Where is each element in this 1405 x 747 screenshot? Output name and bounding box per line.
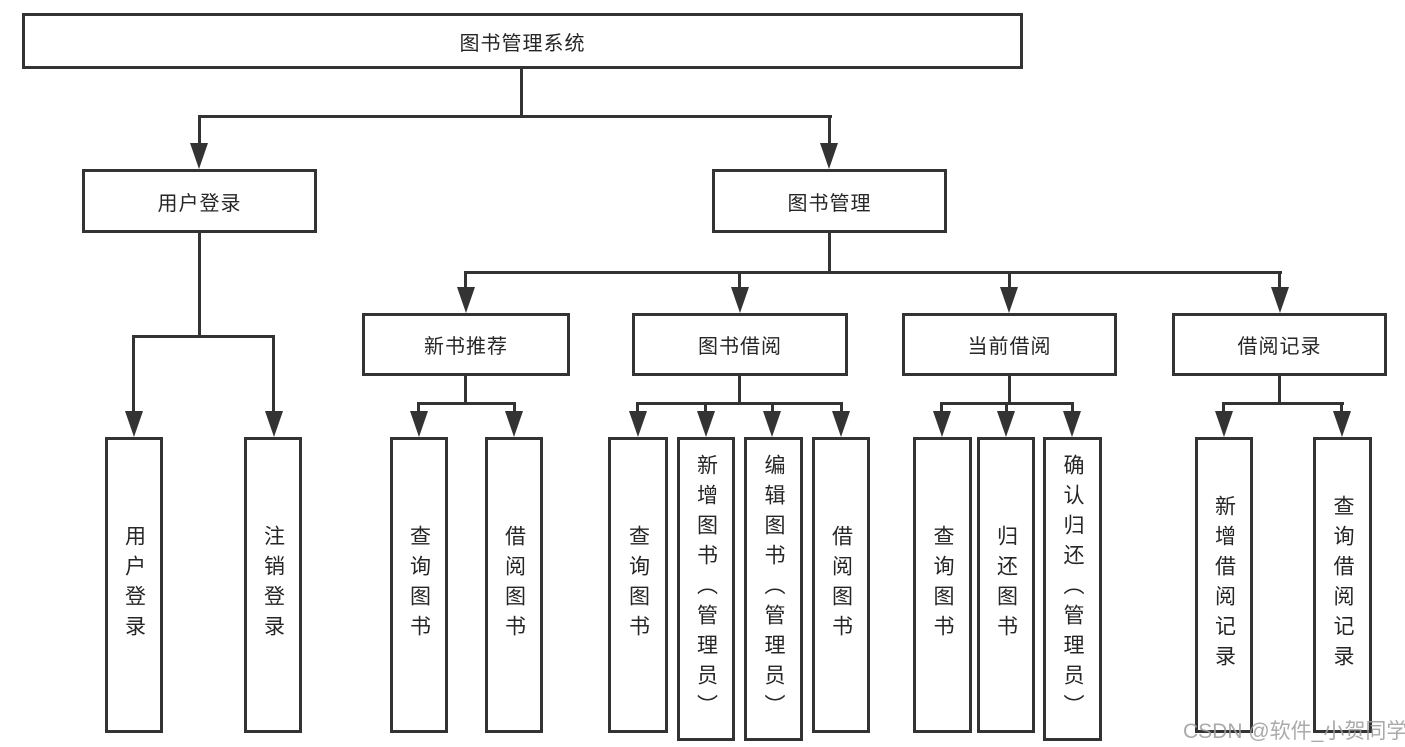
leaf-query-books-borrowing-label: 查询图书 [626,525,650,645]
node-borrowing-records: 借阅记录 [1172,313,1387,376]
leaf-query-books-current-label: 查询图书 [931,525,954,645]
leaf-query-books-borrowing: 查询图书 [608,437,668,733]
node-borrowing-records-label: 借阅记录 [1237,336,1322,358]
leaf-borrow-books-recommend-label: 借阅图书 [502,525,526,645]
connector-line [198,233,201,338]
node-book-management: 图书管理 [712,169,947,233]
connector-line [1278,271,1281,291]
leaf-add-book-admin-label: 新增图书（管理员） [694,454,718,724]
connector-line [1222,402,1225,415]
leaf-borrow-books: 借阅图书 [812,437,870,733]
connector-line [840,402,843,415]
node-book-borrowing: 图书借阅 [632,313,848,376]
leaf-edit-book-admin-label: 编辑图书（管理员） [762,454,785,724]
connector-line [738,271,741,291]
node-new-book-recommendation: 新书推荐 [362,313,570,376]
connector-line [198,115,832,118]
leaf-return-books: 归还图书 [977,437,1035,733]
leaf-user-login: 用户登录 [105,437,163,733]
leaf-user-login-label: 用户登录 [122,525,146,645]
connector-line [272,335,275,415]
arrowhead [410,411,428,437]
leaf-borrow-books-recommend: 借阅图书 [485,437,543,733]
connector-line [464,376,467,405]
connector-line [464,271,1282,274]
node-library-system: 图书管理系统 [22,13,1023,69]
arrowhead [763,411,781,437]
csdn-watermark: CSDN @软件_小贺同学 [1183,720,1405,743]
connector-line [636,402,639,415]
connector-line [771,402,774,415]
leaf-add-borrow-record-label: 新增借阅记录 [1212,495,1236,675]
connector-line [132,335,135,415]
arrowhead [1000,287,1018,313]
node-book-management-label: 图书管理 [787,192,872,215]
leaf-confirm-return-admin: 确认归还（管理员） [1043,437,1102,741]
connector-line [464,271,467,291]
connector-line [1005,402,1008,415]
connector-line [132,335,275,338]
arrowhead [265,411,283,437]
connector-line [828,115,831,147]
leaf-query-borrow-record-label: 查询借阅记录 [1331,495,1354,675]
connector-line [1008,376,1011,405]
connector-line [1008,271,1011,291]
connector-line [738,376,741,405]
arrowhead [1063,411,1081,437]
arrowhead [629,411,647,437]
arrowhead [731,287,749,313]
connector-line [1071,402,1074,415]
arrowhead [697,411,715,437]
arrowhead [505,411,523,437]
connector-line [704,402,707,415]
node-current-borrowing: 当前借阅 [902,313,1117,376]
arrowhead [457,287,475,313]
connector-line [198,115,201,147]
node-user-login-label: 用户登录 [157,192,242,215]
node-library-system-label: 图书管理系统 [459,32,586,55]
connector-line [1278,376,1281,405]
arrowhead [832,411,850,437]
arrowhead [820,143,838,169]
arrowhead [1215,411,1233,437]
connector-line [940,402,943,415]
leaf-logout: 注销登录 [244,437,302,733]
connector-line [1340,402,1343,415]
leaf-confirm-return-admin-label: 确认归还（管理员） [1061,454,1084,724]
arrowhead [190,143,208,169]
leaf-edit-book-admin: 编辑图书（管理员） [744,437,803,741]
leaf-add-borrow-record: 新增借阅记录 [1195,437,1253,733]
leaf-return-books-label: 归还图书 [994,525,1018,645]
leaf-query-books-recommend-label: 查询图书 [407,525,431,645]
arrowhead [997,411,1015,437]
connector-line [417,402,516,405]
node-current-borrowing-label: 当前借阅 [967,336,1052,358]
connector-line [828,233,831,274]
node-user-login: 用户登录 [82,169,317,233]
node-book-borrowing-label: 图书借阅 [698,336,782,358]
arrowhead [1271,287,1289,313]
arrowhead [933,411,951,437]
connector-line [1222,402,1344,405]
leaf-logout-label: 注销登录 [261,525,285,645]
node-new-book-recommendation-label: 新书推荐 [424,336,508,358]
leaf-add-book-admin: 新增图书（管理员） [677,437,735,741]
leaf-borrow-books-label: 借阅图书 [829,525,853,645]
leaf-query-books-recommend: 查询图书 [390,437,448,733]
connector-line [417,402,420,415]
arrowhead [1333,411,1351,437]
leaf-query-borrow-record: 查询借阅记录 [1313,437,1372,733]
connector-line [513,402,516,415]
connector-line [520,69,523,118]
arrowhead [125,411,143,437]
leaf-query-books-current: 查询图书 [913,437,972,733]
connector-line [636,402,843,405]
